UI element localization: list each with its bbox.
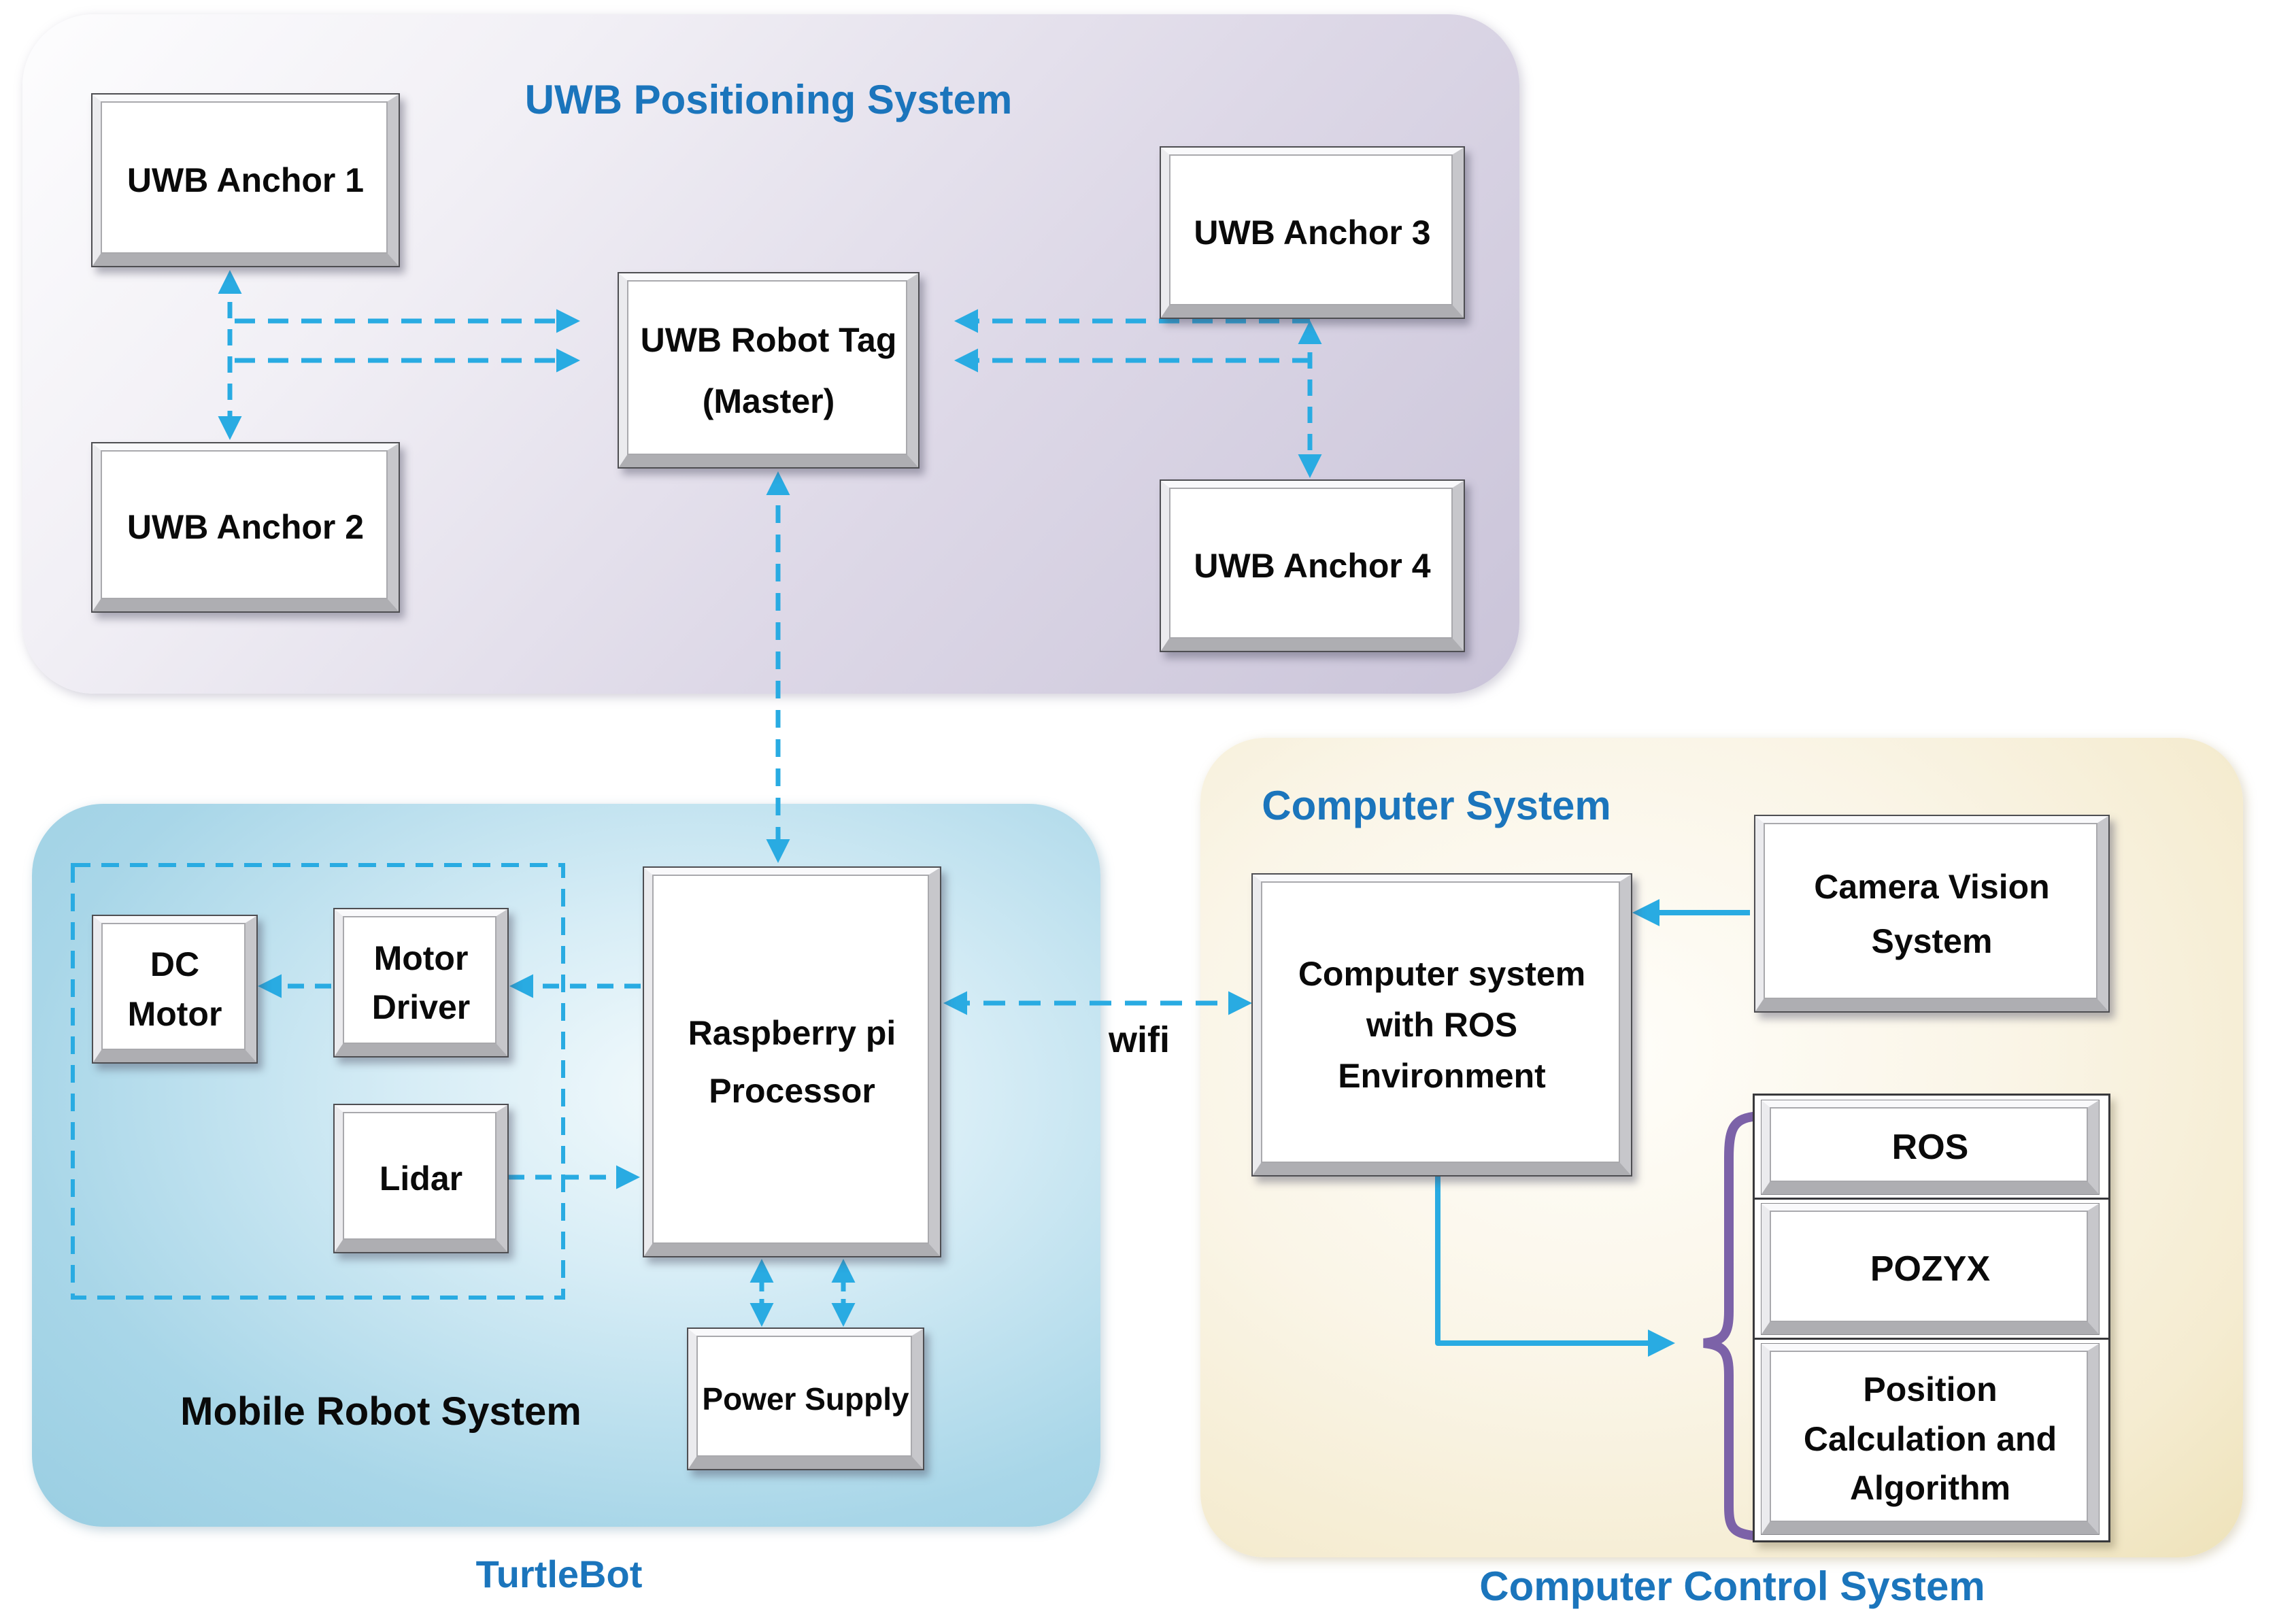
uwb-anchor-4-label: UWB Anchor 4 [1194,546,1431,585]
arrow-computer-to-software-stack [1435,1175,1675,1357]
dc-motor-line2: Motor [127,994,222,1033]
software-stack-brace [1703,1112,1757,1540]
uwb-anchor-3-label: UWB Anchor 3 [1194,213,1431,252]
uwb-anchor-1-label: UWB Anchor 1 [127,160,365,199]
lidar-box: Lidar [333,1104,509,1253]
wifi-label: wifi [1109,1019,1170,1060]
position-calculation-box: Position Calculation and Algorithm [1761,1343,2100,1535]
uwb-anchor-1-box: UWB Anchor 1 [91,93,400,267]
ros-environment-line2: with ROS [1366,1005,1518,1044]
drive-unit-dashed-group [71,863,565,1300]
raspberry-pi-box: Raspberry pi Processor [643,866,941,1257]
uwb-panel-title: UWB Positioning System [524,77,1013,122]
software-stack-container: ROS POZYX Position Calculation and Algor… [1753,1094,2110,1542]
dc-motor-box: DC Motor [92,915,258,1064]
ros-environment-line1: Computer system [1298,954,1586,993]
camera-vision-line2: System [1871,921,1993,960]
raspberry-pi-line1: Raspberry pi [688,1013,896,1052]
ros-environment-line3: Environment [1338,1056,1546,1095]
stack-separator-2 [1755,1338,2108,1340]
turtlebot-caption: TurtleBot [475,1553,643,1595]
uwb-anchor-3-box: UWB Anchor 3 [1160,146,1465,319]
uwb-robot-tag-line2: (Master) [702,382,835,420]
uwb-anchor-2-box: UWB Anchor 2 [91,442,400,613]
pozyx-box: POZYX [1761,1203,2100,1335]
stack-separator-1 [1755,1198,2108,1200]
camera-vision-line1: Camera Vision [1814,867,2050,906]
uwb-anchor-4-box: UWB Anchor 4 [1160,479,1465,652]
computer-control-system-caption: Computer Control System [1479,1563,1985,1609]
position-calc-line3: Algorithm [1849,1469,2011,1508]
position-calc-line2: Calculation and [1803,1419,2057,1458]
pozyx-label: POZYX [1870,1249,1991,1289]
raspberry-pi-line2: Processor [709,1071,875,1110]
ros-label: ROS [1891,1128,1969,1167]
uwb-robot-tag-line1: UWB Robot Tag [640,320,897,359]
mobile-robot-system-label: Mobile Robot System [180,1389,582,1434]
power-supply-label: Power Supply [702,1381,909,1417]
motor-driver-line2: Driver [371,988,471,1026]
computer-system-heading: Computer System [1262,783,1611,828]
uwb-robot-tag-box: UWB Robot Tag (Master) [618,272,920,469]
lidar-label: Lidar [379,1159,463,1198]
uwb-anchor-2-label: UWB Anchor 2 [127,508,365,546]
power-supply-box: Power Supply [687,1327,924,1470]
dc-motor-line1: DC [150,945,200,983]
camera-vision-box: Camera Vision System [1754,815,2110,1013]
ros-box: ROS [1761,1100,2100,1195]
motor-driver-box: Motor Driver [333,908,509,1058]
position-calc-line1: Position [1863,1370,1998,1409]
motor-driver-line1: Motor [373,938,469,977]
ros-environment-box: Computer system with ROS Environment [1251,873,1632,1177]
